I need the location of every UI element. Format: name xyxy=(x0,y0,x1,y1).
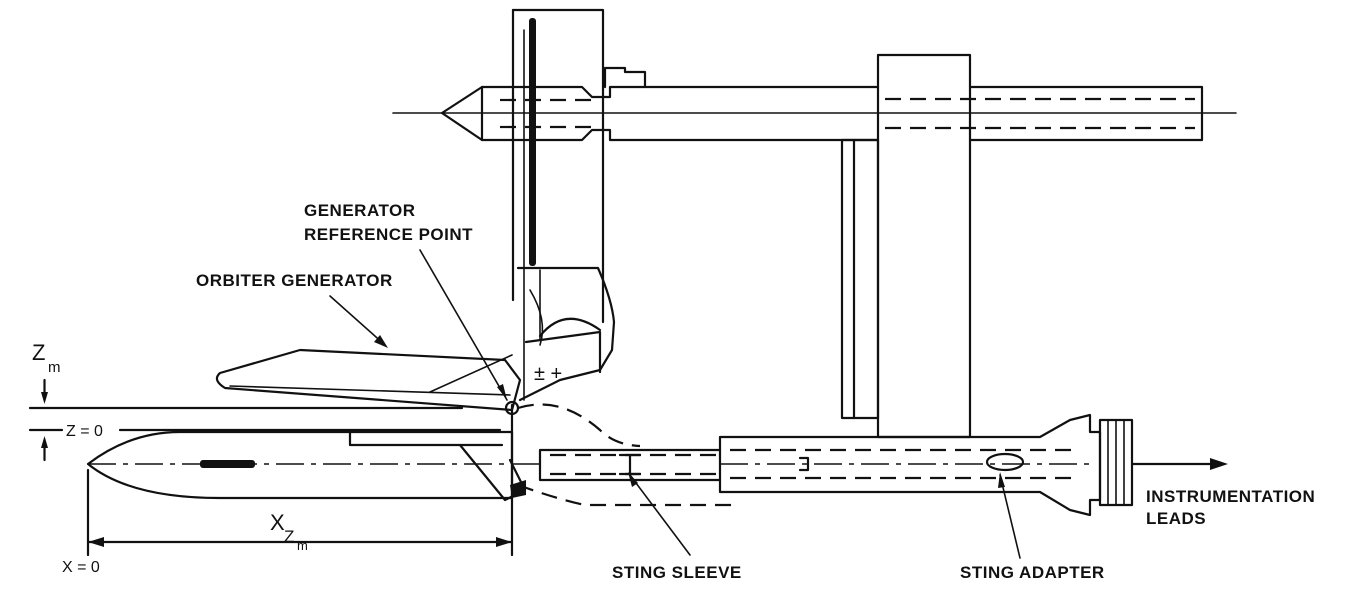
label-sting-sleeve: STING SLEEVE xyxy=(612,563,742,582)
label-reference-point: REFERENCE POINT xyxy=(304,225,473,244)
symbol-x-zm-base: X xyxy=(270,510,285,535)
generator-reference-point xyxy=(419,249,740,507)
orbiter-model xyxy=(86,403,540,557)
sting-assembly xyxy=(538,413,1228,517)
symbol-z-m-sub: m xyxy=(48,359,61,376)
leader-lines xyxy=(329,295,1021,559)
label-instrumentation: INSTRUMENTATION xyxy=(1146,487,1315,506)
symbol-z-m-base: Z xyxy=(32,340,45,365)
symbol-x-zm-sub1: Z xyxy=(284,527,294,546)
symbol-z-zero: Z = 0 xyxy=(66,423,103,440)
label-generator: GENERATOR xyxy=(304,201,416,220)
label-leads: LEADS xyxy=(1146,509,1206,528)
label-sting-adapter: STING ADAPTER xyxy=(960,563,1105,582)
symbol-x-zero: X = 0 xyxy=(62,559,100,576)
reference-lines xyxy=(28,378,502,462)
panel-marks: ± + xyxy=(534,363,562,385)
pitch-sector: ± + xyxy=(516,266,616,402)
upper-shaft-assembly xyxy=(392,66,1237,142)
xzm-dimension xyxy=(86,468,514,557)
orbiter-generator-shape xyxy=(215,348,522,412)
label-orbiter-generator: ORBITER GENERATOR xyxy=(196,271,393,290)
symbol-x-zm-sub2: m xyxy=(297,538,308,553)
vertical-column xyxy=(511,8,605,401)
